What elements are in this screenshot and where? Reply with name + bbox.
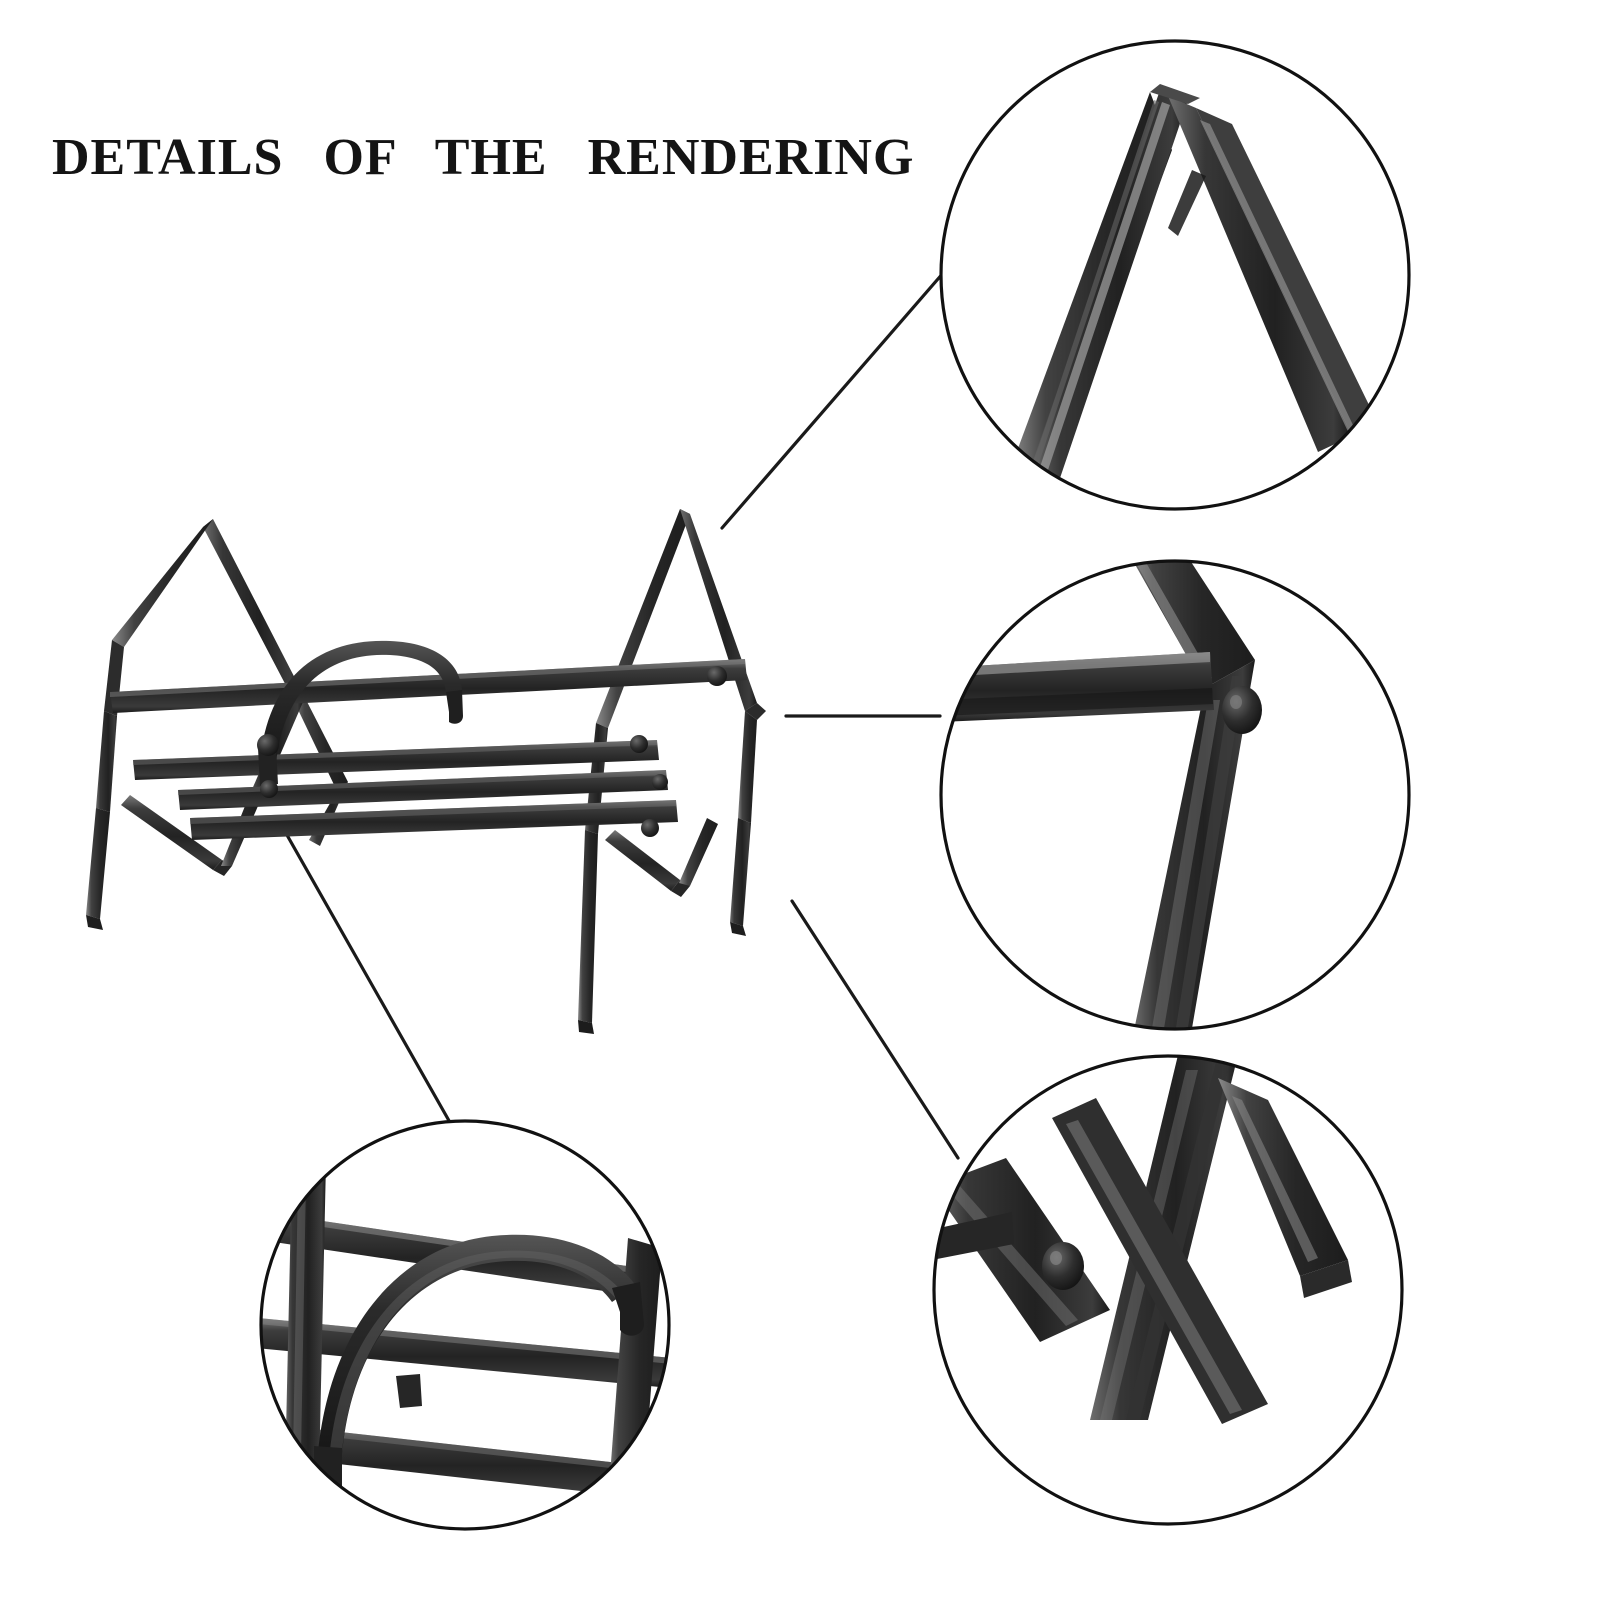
- leader-line-handle: [281, 826, 454, 1128]
- callout-outline-rivet-joint: [939, 559, 1411, 1031]
- product-main-illustration: [86, 509, 766, 1034]
- callout-circle-lower-pivot: [932, 1054, 1404, 1526]
- rivet-head: [1222, 686, 1262, 734]
- callout-circle-handle-strap: [259, 1119, 671, 1531]
- frame-rivets: [257, 666, 727, 837]
- callout-outline-handle-strap: [259, 1119, 671, 1531]
- page-title: DETAILS OF THE RENDERING: [52, 129, 915, 186]
- pivot-rivet-head: [1042, 1242, 1084, 1290]
- left-frame-front-leg: [86, 519, 213, 930]
- callout-outline-lower-pivot: [932, 1054, 1404, 1526]
- leader-lines: [281, 270, 960, 1160]
- callout-circle-rivet-joint: [939, 559, 1411, 1031]
- callout-circle-apex-joint: [939, 39, 1411, 511]
- callout-outline-apex-joint: [939, 39, 1411, 511]
- leader-line-apex: [720, 270, 946, 530]
- leader-line-lower-pivot: [790, 899, 960, 1160]
- handle-hook-tab-right: [612, 1282, 644, 1336]
- right-frame: [578, 509, 766, 1034]
- horizontal-slat-bars: [110, 659, 747, 840]
- curved-carry-handle: [258, 640, 463, 786]
